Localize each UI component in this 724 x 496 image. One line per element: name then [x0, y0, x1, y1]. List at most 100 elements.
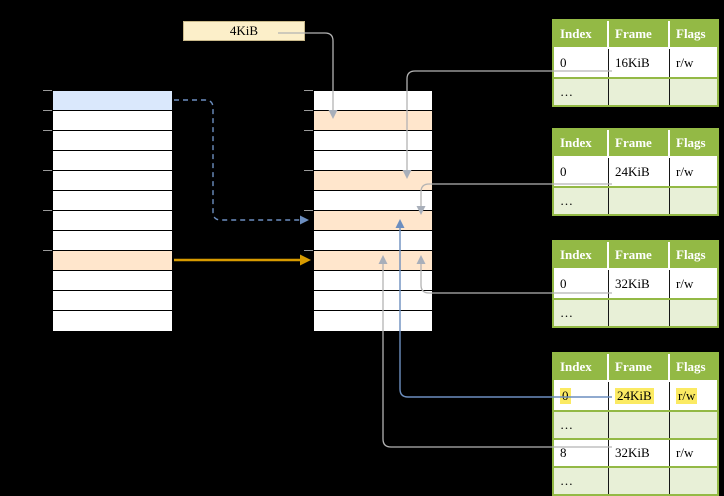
page-size-label-text: 4KiB [229, 23, 259, 38]
table-cell [609, 412, 670, 438]
tick-mark [304, 170, 313, 171]
tick-mark [43, 250, 52, 251]
memory-row-vm-col-2 [53, 131, 172, 151]
header-cell: Frame [609, 21, 670, 47]
header-cell: Frame [609, 354, 670, 380]
highlighted-value: 24KiB [615, 388, 654, 404]
table-cell [670, 300, 717, 326]
tick-mark [304, 210, 313, 211]
page-size-label: 4KiB [183, 21, 305, 41]
table-cell: r/w [676, 445, 694, 460]
table-row: … [554, 186, 717, 214]
tick-mark [43, 170, 52, 171]
table-cell [609, 300, 670, 326]
memory-row-pm-col-2 [314, 131, 432, 151]
header-cell: Flags [676, 26, 706, 41]
memory-row-pm-col-6 [314, 211, 432, 231]
memory-row-vm-col-0 [53, 91, 172, 111]
memory-row-vm-col-6 [53, 211, 172, 231]
header-cell: Frame [609, 130, 670, 156]
tick-mark [304, 250, 313, 251]
table-row: … [554, 466, 717, 494]
memory-row-vm-col-1 [53, 111, 172, 131]
table-cell: r/w [676, 164, 694, 179]
table-cell [670, 188, 717, 214]
table-cell: … [554, 468, 609, 494]
header-cell: Index [554, 130, 609, 156]
memory-row-pm-col-7 [314, 231, 432, 251]
header-cell: Index [554, 354, 609, 380]
table-cell: 0 [554, 158, 609, 186]
tick-mark [43, 130, 52, 131]
memory-row-vm-col-8 [53, 251, 172, 271]
highlighted-value: r/w [676, 388, 698, 404]
memory-row-pm-col-11 [314, 311, 432, 331]
memory-row-vm-col-7 [53, 231, 172, 251]
header-cell: Frame [609, 242, 670, 268]
header-cell: Flags [676, 247, 706, 262]
memory-row-pm-col-5 [314, 191, 432, 211]
table-row: … [554, 410, 717, 438]
table-cell [609, 79, 670, 105]
table-cell: 0 [554, 382, 609, 410]
table-cell: 24KiB [609, 382, 670, 410]
table-cell: 0 [554, 270, 609, 298]
memory-row-vm-col-4 [53, 171, 172, 191]
table-cell [670, 468, 717, 494]
memory-row-pm-col-8 [314, 251, 432, 271]
table-cell: … [554, 188, 609, 214]
virtual-memory-column [52, 90, 173, 331]
table-row: … [554, 298, 717, 326]
memory-row-pm-col-1 [314, 111, 432, 131]
header-cell: Flags [676, 359, 706, 374]
tick-mark [304, 130, 313, 131]
memory-row-vm-col-11 [53, 311, 172, 331]
tick-mark [304, 110, 313, 111]
table-cell: … [554, 300, 609, 326]
memory-row-pm-col-10 [314, 291, 432, 311]
table-cell [609, 468, 670, 494]
memory-row-pm-col-9 [314, 271, 432, 291]
memory-row-pm-col-4 [314, 171, 432, 191]
memory-row-pm-col-0 [314, 91, 432, 111]
tick-mark [43, 210, 52, 211]
memory-row-vm-col-9 [53, 271, 172, 291]
memory-row-vm-col-3 [53, 151, 172, 171]
table-cell: 16KiB [609, 49, 670, 77]
memory-row-vm-col-10 [53, 291, 172, 311]
table-cell: … [554, 412, 609, 438]
memory-row-vm-col-5 [53, 191, 172, 211]
header-cell: Index [554, 242, 609, 268]
table-cell [670, 412, 717, 438]
table-cell: … [554, 79, 609, 105]
tick-mark [43, 90, 52, 91]
tick-mark [304, 90, 313, 91]
highlighted-value: 0 [560, 388, 571, 404]
table-cell: 32KiB [609, 440, 670, 466]
table-cell: r/w [676, 55, 694, 70]
table-cell: 32KiB [609, 270, 670, 298]
table-cell [609, 188, 670, 214]
header-cell: Index [554, 21, 609, 47]
table-cell [670, 79, 717, 105]
table-row: 0 24KiB r/w [554, 382, 717, 410]
table-row: … [554, 77, 717, 105]
tick-mark [43, 110, 52, 111]
memory-row-pm-col-3 [314, 151, 432, 171]
table-cell: r/w [676, 276, 694, 291]
arrow-virtual-to-physical-dashed [174, 99, 309, 225]
table-cell: r/w [670, 382, 717, 410]
table-cell: 24KiB [609, 158, 670, 186]
